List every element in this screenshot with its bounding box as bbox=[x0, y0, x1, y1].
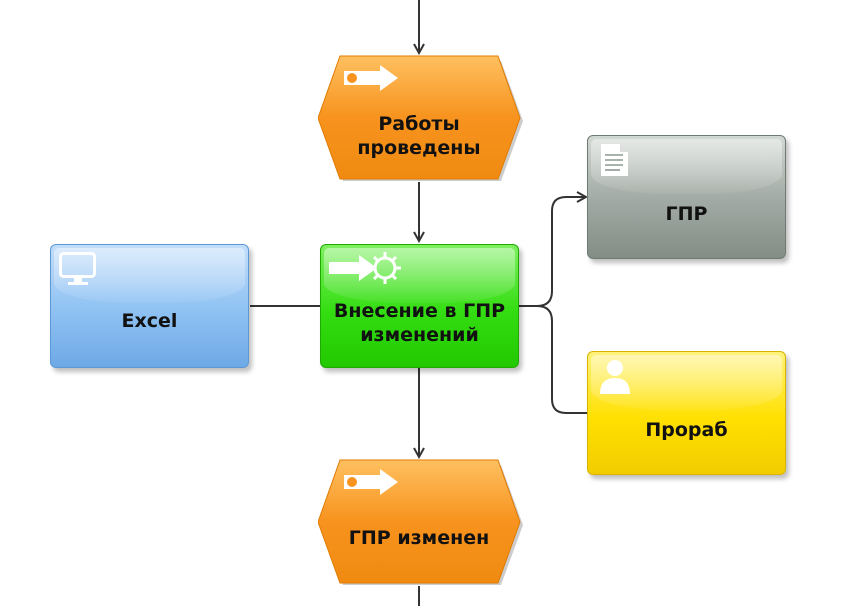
document-node-gpr[interactable]: ГПР bbox=[587, 135, 786, 259]
function-arrow-gear-icon bbox=[329, 252, 401, 284]
event-shape bbox=[318, 55, 523, 181]
role-node-prorab[interactable]: Прораб bbox=[587, 351, 786, 475]
event-label: Работы проведены bbox=[357, 113, 481, 159]
role-label: Прораб bbox=[645, 419, 728, 441]
event-label: ГПР изменен bbox=[348, 527, 490, 549]
computer-monitor-icon bbox=[59, 252, 96, 285]
event-arrow-icon bbox=[344, 65, 398, 91]
document-label: ГПР bbox=[665, 203, 708, 225]
connector-function-to-document bbox=[519, 197, 586, 307]
event-node-work-done[interactable]: Работы проведены bbox=[318, 55, 523, 181]
function-label: Внесение в ГПР изменений bbox=[333, 300, 506, 346]
connector-function-to-role bbox=[536, 305, 588, 414]
event-shape bbox=[318, 459, 523, 585]
person-icon bbox=[600, 360, 630, 394]
event-arrow-icon bbox=[344, 469, 398, 495]
event-node-gpr-changed[interactable]: ГПР изменен bbox=[318, 459, 523, 585]
function-node-update-gpr[interactable]: Внесение в ГПР изменений bbox=[320, 244, 519, 368]
document-icon bbox=[601, 144, 628, 176]
system-label: Excel bbox=[121, 310, 178, 332]
system-node-excel[interactable]: Excel bbox=[50, 244, 249, 368]
